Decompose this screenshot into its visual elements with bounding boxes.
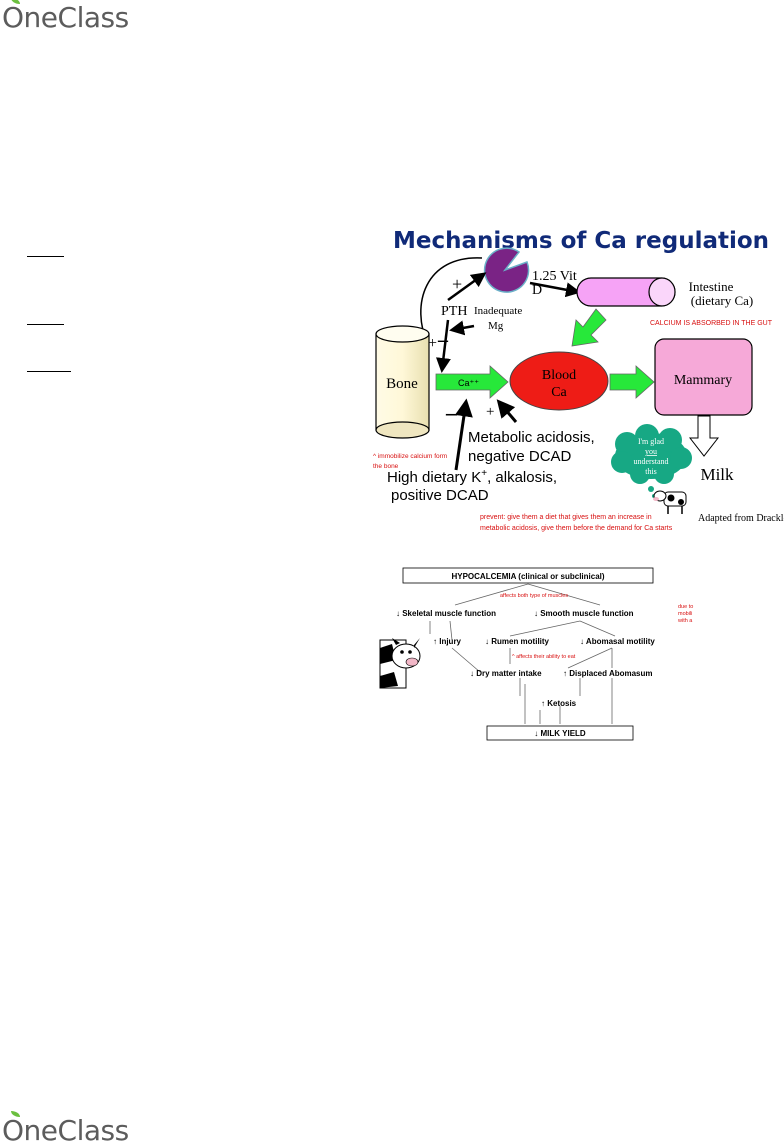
prevent-note-2: metabolic acidosis, give them before the… xyxy=(480,525,673,532)
inadequate-mg-2: Mg xyxy=(488,320,504,332)
speech-bubble xyxy=(611,424,692,498)
blank-line-3 xyxy=(27,371,71,372)
intestine-label-1: Intestine xyxy=(689,279,734,294)
logo-text: OneClass xyxy=(2,1114,129,1147)
side-note-3: with a xyxy=(677,618,693,624)
leaf-icon xyxy=(11,1111,20,1117)
green-arrow-blood-to-mammary xyxy=(609,365,655,399)
plus-top-label: + xyxy=(452,274,462,294)
dietary-k-label: High dietary K xyxy=(387,469,481,486)
mammary-shape xyxy=(654,338,753,416)
green-arrow-intestine-to-blood xyxy=(571,308,607,347)
blood-ca-shape xyxy=(509,351,609,411)
hypocalcemia-header-box xyxy=(402,567,654,584)
smooth-muscle: ↓ Smooth muscle function xyxy=(534,609,634,618)
arrow-acidosis xyxy=(496,399,518,423)
branch-lines-mid xyxy=(429,620,616,724)
arrow-pth-to-gland xyxy=(447,272,487,302)
minus-label: – xyxy=(445,400,458,425)
mammary-label: Mammary xyxy=(674,373,732,388)
note-eat: ^ affects their ability to eat xyxy=(512,654,576,660)
oneclass-logo-top: OneClass xyxy=(2,0,129,34)
green-arrow-bone-to-blood xyxy=(435,365,509,399)
intestine-label-2: (dietary Ca) xyxy=(691,293,753,308)
dry-matter-intake: ↓ Dry matter intake xyxy=(470,669,542,678)
intestine-end xyxy=(648,277,676,307)
dietary-k-superscript: + xyxy=(481,468,487,479)
leaf-icon xyxy=(11,0,20,4)
hypocalcemia-header: HYPOCALCEMIA (clinical or subclinical) xyxy=(451,572,604,581)
arrow-dietary-k xyxy=(454,398,473,471)
bone-note-1: ^ immobilize calcium form xyxy=(373,453,447,460)
side-note-1: due to xyxy=(678,604,693,610)
arrow-pth-to-bone xyxy=(435,319,451,373)
bubble-text-1: I'm glad xyxy=(638,437,664,446)
milk-yield-box xyxy=(486,725,634,741)
prevent-note-1: prevent: give them a diet that gives the… xyxy=(480,514,652,521)
acidosis-label-1: Metabolic acidosis, xyxy=(468,429,595,446)
cow-cartoon-icon xyxy=(379,638,421,689)
displaced-abomasum: ↑ Displaced Abomasum xyxy=(563,669,653,678)
milk-yield: ↓ MILK YIELD xyxy=(534,729,586,738)
arrow-vitd-to-intestine xyxy=(529,281,581,298)
milk-label: Milk xyxy=(700,465,734,484)
plus-label: + xyxy=(486,404,494,420)
bone-note-2: the bone xyxy=(373,463,399,470)
acidosis-label-2: negative DCAD xyxy=(468,448,572,465)
dietary-k-label-rest: , alkalosis, xyxy=(487,469,557,486)
bone-plus-label: + xyxy=(428,335,437,352)
intestine-note: CALCIUM IS ABSORBED IN THE GUT xyxy=(650,320,773,327)
figure-title: Mechanisms of Ca regulation xyxy=(393,228,769,254)
blood-ca-label-2: Ca xyxy=(551,385,567,400)
abomasal-motility: ↓ Abomasal motility xyxy=(580,637,655,646)
blank-line-2 xyxy=(27,324,64,325)
vit-d-label-2: D xyxy=(532,283,542,298)
bubble-text-2: you xyxy=(645,447,657,456)
inadequate-mg-1: Inadequate xyxy=(474,305,522,317)
note-muscles: affects both type of muscles xyxy=(500,593,568,599)
ketosis: ↑ Ketosis xyxy=(541,699,577,708)
blank-line-1 xyxy=(27,256,64,257)
side-note-2: mobili xyxy=(678,611,692,617)
white-arrow-to-milk xyxy=(688,415,720,457)
injury: ↑ Injury xyxy=(433,637,462,646)
blood-ca-label-1: Blood xyxy=(542,368,576,383)
figure-credit: Adapted from Drackley xyxy=(698,513,784,524)
curve-gland-to-bone xyxy=(420,257,483,346)
ca-arrow-label: Ca⁺⁺ xyxy=(458,378,479,388)
bone-label: Bone xyxy=(386,376,418,392)
dietary-k-label-2: positive DCAD xyxy=(391,487,489,504)
vit-d-label-1: 1.25 Vit xyxy=(532,269,577,284)
svg-text:High dietary K+, alkalosis,: High dietary K+, alkalosis, xyxy=(387,468,557,486)
cow-small-icon xyxy=(653,490,687,514)
logo-text: OneClass xyxy=(2,1,129,34)
bone-bottom xyxy=(375,421,430,439)
bubble-text-4: this xyxy=(645,467,657,476)
parathyroid-gland-icon xyxy=(483,247,530,293)
bone-top xyxy=(375,325,430,343)
pth-label: PTH xyxy=(441,304,467,319)
skeletal-muscle: ↓ Skeletal muscle function xyxy=(396,609,496,618)
oneclass-logo-bottom: OneClass xyxy=(2,1111,129,1147)
rumen-motility: ↓ Rumen motility xyxy=(485,637,550,646)
arrow-mg-to-pth xyxy=(449,320,475,336)
bubble-text-3: understand xyxy=(633,457,668,466)
branch-lines-top xyxy=(454,583,601,606)
